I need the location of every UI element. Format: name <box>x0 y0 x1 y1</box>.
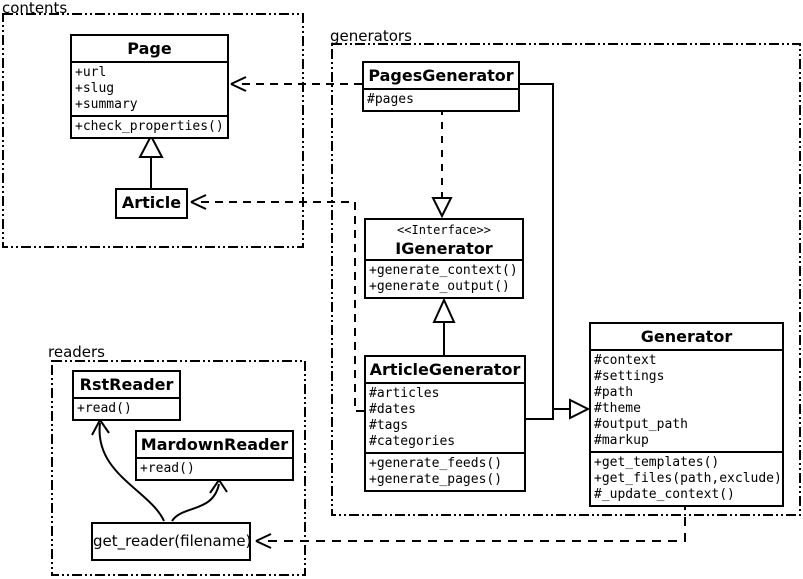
attribute: +slug <box>75 81 115 96</box>
class-pages-generator-attributes: #pages <box>364 88 518 110</box>
class-generator-title: Generator <box>640 327 733 346</box>
attribute: #tags <box>369 418 409 433</box>
class-article: Article <box>115 188 188 219</box>
method: +check_properties() <box>75 119 224 134</box>
arrow-getreader-mardownreader <box>171 479 228 522</box>
inheritance-generators-generator <box>520 83 591 420</box>
package-frame-contents <box>2 13 304 248</box>
dependency-pagesgenerator-page <box>230 76 362 92</box>
method: +generate_output() <box>369 279 510 294</box>
class-mardown-reader-methods: +read() <box>137 457 292 479</box>
class-pages-generator: PagesGenerator #pages <box>362 61 520 112</box>
class-rst-reader: RstReader +read() <box>72 370 181 421</box>
class-article-generator: ArticleGenerator #articles #dates #tags … <box>364 355 526 492</box>
package-label-contents: contents <box>2 0 68 17</box>
realization-pagesgenerator-igenerator <box>431 108 453 219</box>
attribute: +url <box>75 65 107 80</box>
method: +get_templates() <box>594 455 720 470</box>
method: +read() <box>140 461 195 476</box>
attribute: #settings <box>594 369 665 384</box>
method: +generate_feeds() <box>369 456 503 471</box>
method: #_update_context() <box>594 487 735 502</box>
class-generator-attributes: #context #settings #path #theme #output_… <box>591 349 782 451</box>
attribute: #path <box>594 385 634 400</box>
class-pages-generator-title: PagesGenerator <box>368 66 514 85</box>
function-box-get-reader-label: get_reader(filename) <box>93 532 252 550</box>
attribute: #context <box>594 353 657 368</box>
class-mardown-reader-title: MardownReader <box>140 435 289 454</box>
class-rst-reader-methods: +read() <box>74 397 179 419</box>
class-page-title: Page <box>127 39 172 58</box>
inheritance-article-page <box>138 133 164 188</box>
class-igenerator-stereotype: <<Interface>> <box>397 223 491 237</box>
package-label-readers: readers <box>48 343 105 361</box>
method: +generate_context() <box>369 263 518 278</box>
inheritance-articlegenerator-igenerator <box>432 297 456 355</box>
class-article-generator-methods: +generate_feeds() +generate_pages() <box>366 452 524 490</box>
class-igenerator-title: IGenerator <box>395 239 493 258</box>
method: +read() <box>77 401 132 416</box>
method: +get_files(path,exclude) <box>594 471 779 486</box>
package-frame-readers <box>51 360 306 576</box>
attribute: +summary <box>75 97 138 112</box>
attribute: #articles <box>369 386 440 401</box>
class-generator-methods: +get_templates() +get_files(path,exclude… <box>591 451 782 505</box>
class-page: Page +url +slug +summary +check_properti… <box>70 34 229 139</box>
attribute: #dates <box>369 402 416 417</box>
arrow-getreader-rstreader <box>91 419 165 522</box>
dependency-generator-getreader <box>255 501 686 549</box>
attribute: #categories <box>369 434 456 449</box>
package-label-generators: generators <box>330 27 412 45</box>
package-frame-generators <box>331 43 801 516</box>
attribute: #pages <box>367 92 414 107</box>
method: +generate_pages() <box>369 472 503 487</box>
class-igenerator: <<Interface>> IGenerator +generate_conte… <box>364 218 524 299</box>
class-page-attributes: +url +slug +summary <box>72 61 227 115</box>
dependency-articlegenerator-article <box>190 194 364 412</box>
class-generator: Generator #context #settings #path #them… <box>589 322 784 507</box>
function-box-get-reader: get_reader(filename) <box>91 522 251 561</box>
class-article-title: Article <box>121 193 182 212</box>
class-mardown-reader: MardownReader +read() <box>135 430 294 481</box>
class-article-generator-title: ArticleGenerator <box>369 360 521 379</box>
class-article-generator-attributes: #articles #dates #tags #categories <box>366 382 524 452</box>
class-igenerator-methods: +generate_context() +generate_output() <box>366 259 522 297</box>
attribute: #theme <box>594 401 641 416</box>
class-page-methods: +check_properties() <box>72 115 227 137</box>
attribute: #markup <box>594 433 649 448</box>
attribute: #output_path <box>594 417 688 432</box>
class-rst-reader-title: RstReader <box>79 375 174 394</box>
